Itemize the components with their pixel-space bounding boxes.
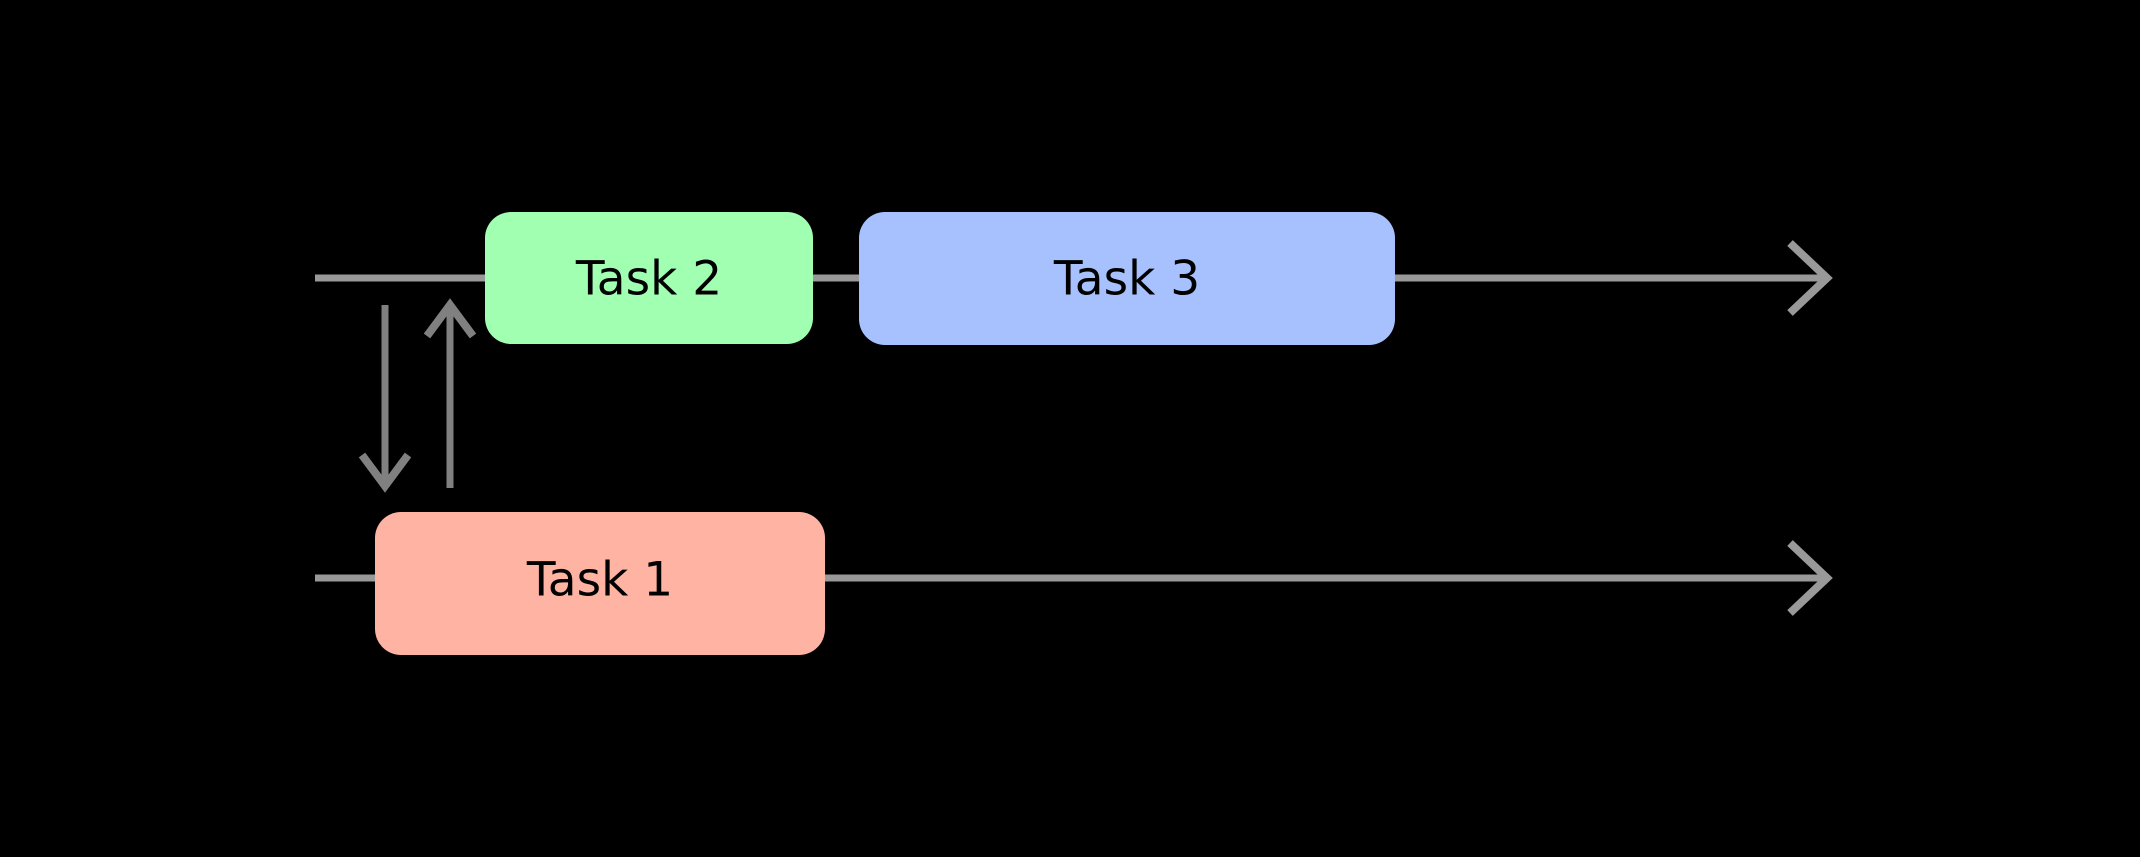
arrow-up-head-icon [423, 298, 477, 339]
lane-bottom [315, 540, 1833, 616]
task-1-label: Task 1 [526, 553, 673, 608]
dependency-arrow-down[interactable] [358, 305, 412, 493]
task-box-task-1[interactable]: Task 1 [375, 512, 825, 655]
task-2-rect[interactable] [485, 212, 813, 344]
task-3-label: Task 3 [1053, 252, 1200, 307]
lane-top-arrowhead-icon [1787, 240, 1833, 316]
dependency-arrow-up[interactable] [423, 298, 477, 488]
task-2-label: Task 2 [575, 252, 722, 307]
arrow-down-head-icon [358, 452, 412, 493]
lane-bottom-arrowhead-icon [1787, 540, 1833, 616]
lane-top [315, 240, 1833, 316]
task-1-rect[interactable] [375, 512, 825, 655]
task-box-task-2[interactable]: Task 2 [485, 212, 813, 344]
task-3-rect[interactable] [859, 212, 1395, 345]
task-box-task-3[interactable]: Task 3 [859, 212, 1395, 345]
